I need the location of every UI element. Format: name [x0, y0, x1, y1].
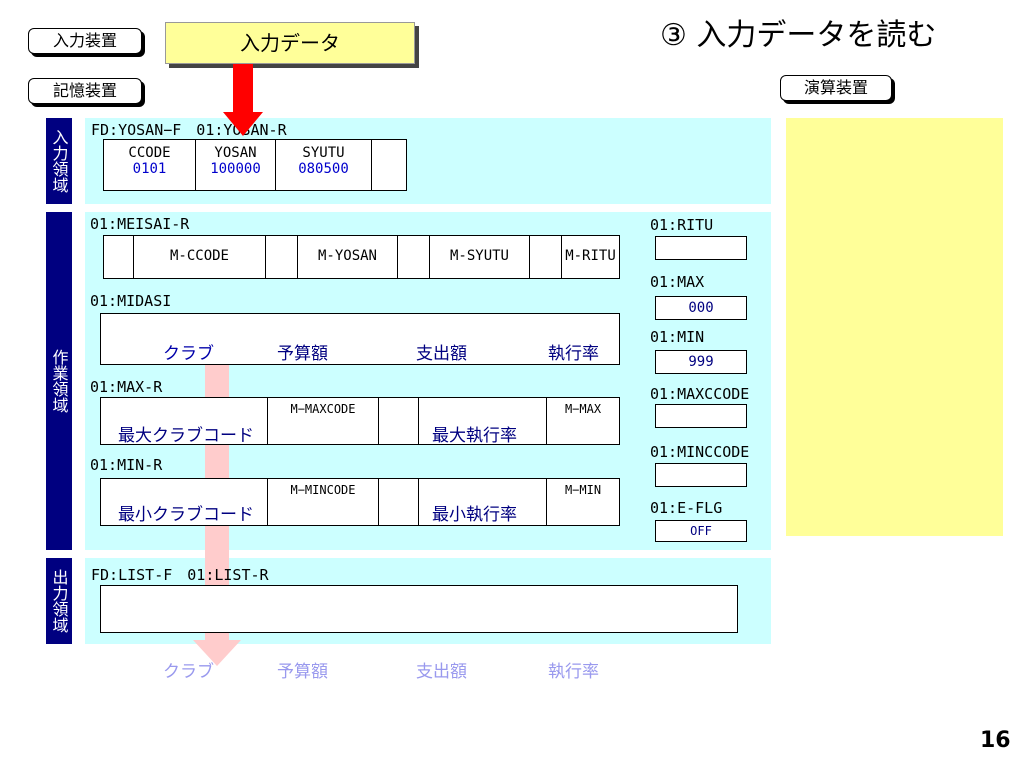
- input-record: CCODE 0101 YOSAN 100000 SYUTU 080500: [103, 139, 407, 191]
- meisai-field-ccode: M-CCODE: [134, 236, 266, 278]
- var-min-label: 01:MIN: [650, 328, 705, 346]
- output-area-side-label: 出力領域: [46, 558, 72, 644]
- arith-area: [786, 118, 1003, 536]
- minr-record: M−MINCODE M−MIN: [100, 478, 620, 526]
- input-data-label: 入力データ: [240, 31, 340, 55]
- maxr-record: M−MAXCODE M−MAX: [100, 397, 620, 445]
- input-arrow-shaft: [233, 64, 253, 114]
- page-title: ③ 入力データを読む: [660, 18, 937, 53]
- maxr-field2: M−MAX: [564, 402, 602, 416]
- meisai-filler-4: [530, 236, 562, 278]
- maxr-field1: M−MAXCODE: [267, 398, 379, 444]
- output-field-ritu: 執行率: [548, 662, 599, 682]
- field-ccode-value: 0101: [132, 161, 167, 177]
- maxr-filler: [379, 398, 419, 444]
- output-fd-label: FD:LIST-F 01:LIST-R: [91, 566, 269, 584]
- var-min-value: 999: [655, 350, 747, 374]
- input-area-side-label: 入力領域: [46, 118, 72, 204]
- flow-arrowhead-pink: [193, 640, 241, 666]
- minr-field1: M−MINCODE: [267, 479, 379, 525]
- minr-field2: M−MIN: [564, 483, 602, 497]
- input-device-label: 入力装置: [28, 28, 142, 54]
- minr-text1: 最小クラブコード: [118, 505, 254, 525]
- var-eflg-label: 01:E-FLG: [650, 499, 723, 517]
- midasi-label: 01:MIDASI: [90, 292, 172, 310]
- var-minccode-value: [655, 463, 747, 487]
- meisai-filler-2: [266, 236, 298, 278]
- meisai-field-syutu: M-SYUTU: [430, 236, 530, 278]
- maxr-text2-cell: [419, 398, 547, 444]
- memory-device-label: 記憶装置: [28, 78, 142, 104]
- midasi-syutu: 支出額: [416, 344, 467, 364]
- meisai-record: M-CCODE M-YOSAN M-SYUTU M-RITU: [103, 235, 620, 279]
- input-data-box: 入力データ: [165, 22, 415, 64]
- maxr-text1: 最大クラブコード: [118, 426, 254, 446]
- var-max-label: 01:MAX: [650, 273, 705, 291]
- var-maxccode-label: 01:MAXCCODE: [650, 385, 750, 403]
- input-arrowhead: [223, 112, 263, 136]
- field-ccode: CCODE 0101: [104, 140, 196, 190]
- page-number: 16: [980, 728, 1011, 753]
- meisai-filler-3: [398, 236, 430, 278]
- maxr-text2: 最大執行率: [432, 426, 517, 446]
- var-minccode-label: 01:MINCCODE: [650, 443, 750, 461]
- output-record: [100, 585, 738, 633]
- field-yosan-name: YOSAN: [214, 145, 257, 161]
- var-maxccode-value: [655, 404, 747, 428]
- var-ritu-value: [655, 236, 747, 260]
- field-syutu-value: 080500: [298, 161, 349, 177]
- midasi-club: クラブ: [163, 344, 214, 364]
- field-yosan-value: 100000: [210, 161, 261, 177]
- output-field-club: クラブ: [163, 662, 214, 682]
- field-yosan: YOSAN 100000: [196, 140, 276, 190]
- meisai-field-yosan: M-YOSAN: [298, 236, 398, 278]
- minr-text2: 最小執行率: [432, 505, 517, 525]
- meisai-field-ritu: M-RITU: [565, 248, 616, 264]
- midasi-record: [100, 313, 620, 365]
- arith-device-label: 演算装置: [780, 75, 892, 101]
- var-ritu-label: 01:RITU: [650, 216, 714, 234]
- field-syutu-name: SYUTU: [302, 145, 345, 161]
- midasi-ritu: 執行率: [548, 344, 599, 364]
- field-syutu: SYUTU 080500: [276, 140, 372, 190]
- meisai-label: 01:MEISAI-R: [90, 215, 190, 233]
- meisai-filler-1: [104, 236, 134, 278]
- work-area-side-label: 作業領域: [46, 212, 72, 550]
- midasi-yosan: 予算額: [277, 344, 328, 364]
- maxr-label: 01:MAX-R: [90, 378, 163, 396]
- field-ccode-name: CCODE: [128, 145, 171, 161]
- minr-label: 01:MIN-R: [90, 456, 163, 474]
- field-filler: [372, 140, 406, 190]
- output-field-syutu: 支出額: [416, 662, 467, 682]
- minr-text2-cell: [419, 479, 547, 525]
- minr-filler: [379, 479, 419, 525]
- var-max-value: 000: [655, 296, 747, 320]
- var-eflg-value: OFF: [655, 520, 747, 542]
- output-field-yosan: 予算額: [277, 662, 328, 682]
